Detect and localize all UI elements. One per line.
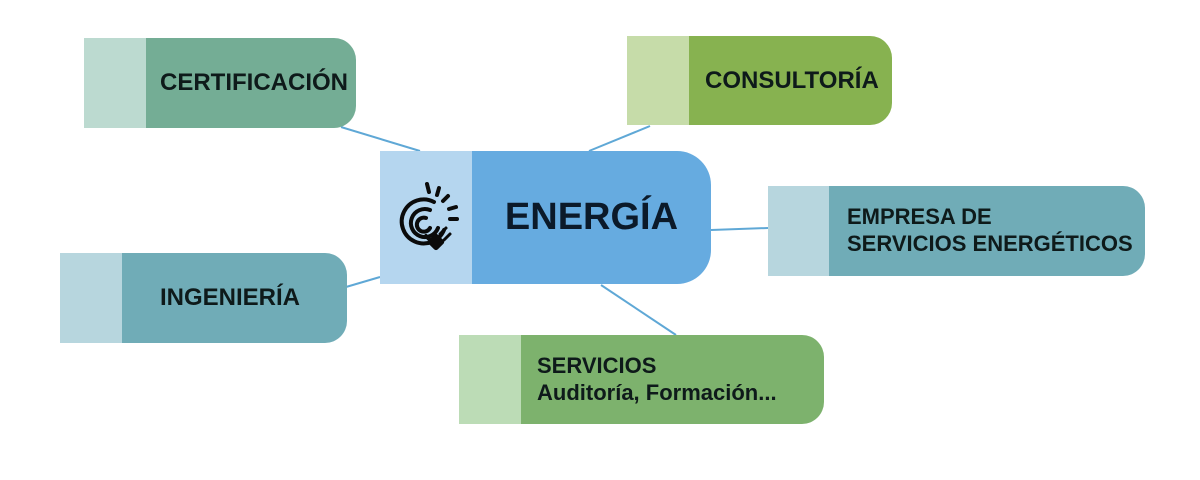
node-tab xyxy=(627,36,689,125)
center-icon-tab xyxy=(380,151,472,284)
node-tab xyxy=(60,253,122,343)
node-consultoria: CONSULTORÍA xyxy=(627,36,892,125)
node-body: INGENIERÍA xyxy=(122,253,347,343)
node-label-line2: Auditoría, Formación... xyxy=(537,379,777,405)
connector-ingenieria xyxy=(345,276,381,288)
node-ingenieria: INGENIERÍA xyxy=(60,253,347,343)
connector-certificacion xyxy=(340,126,421,152)
node-servicios: SERVICIOS Auditoría, Formación... xyxy=(459,335,824,424)
node-body: CONSULTORÍA xyxy=(689,36,892,125)
node-tab xyxy=(459,335,521,424)
node-tab xyxy=(84,38,146,128)
node-tab xyxy=(768,186,829,276)
node-label: CERTIFICACIÓN xyxy=(160,69,348,97)
node-label-line1: SERVICIOS xyxy=(537,352,657,378)
node-empresa-servicios-energeticos: EMPRESA DE SERVICIOS ENERGÉTICOS xyxy=(768,186,1145,276)
node-energia-center: ENERGÍA xyxy=(380,151,711,284)
node-body: CERTIFICACIÓN xyxy=(146,38,356,128)
node-label: CONSULTORÍA xyxy=(705,66,879,94)
connector-servicios xyxy=(600,284,677,336)
node-certificacion: CERTIFICACIÓN xyxy=(84,38,356,128)
connector-empresa xyxy=(710,227,769,231)
node-label-line1: EMPRESA DE xyxy=(847,204,992,230)
node-body: SERVICIOS Auditoría, Formación... xyxy=(521,335,824,424)
plug-power-icon xyxy=(399,181,459,250)
connector-consultoria xyxy=(588,125,651,152)
node-body: EMPRESA DE SERVICIOS ENERGÉTICOS xyxy=(829,186,1145,276)
node-label-line2: SERVICIOS ENERGÉTICOS xyxy=(847,231,1133,256)
center-body: ENERGÍA xyxy=(472,151,711,284)
node-label: INGENIERÍA xyxy=(160,284,301,312)
center-label: ENERGÍA xyxy=(504,196,679,239)
